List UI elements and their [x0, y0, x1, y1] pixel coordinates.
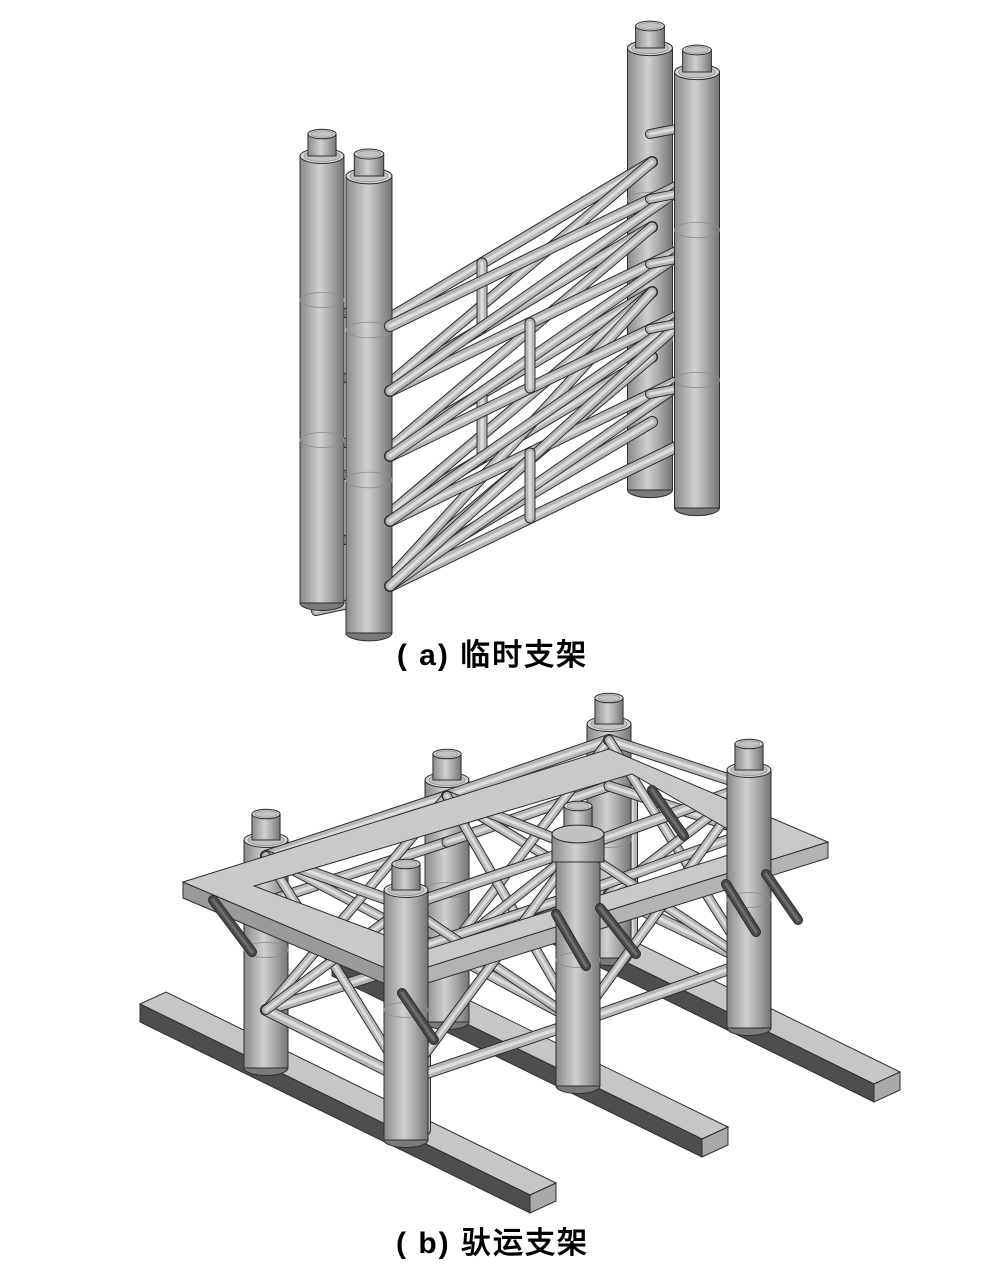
figure-a-caption-text: ( a) 临时支架 [396, 639, 589, 672]
column [674, 44, 720, 517]
temporary-support-render [299, 20, 720, 642]
column [383, 858, 429, 1148]
figure-a-caption: ( a) 临时支架 [0, 630, 985, 674]
figure-b-caption: ( b) 驮运支架 [0, 1218, 985, 1262]
figure-b-caption-text: ( b) 驮运支架 [396, 1227, 589, 1260]
ring-plate [181, 748, 830, 992]
column [345, 148, 393, 642]
transport-support-render [138, 692, 902, 1214]
column [299, 128, 345, 611]
